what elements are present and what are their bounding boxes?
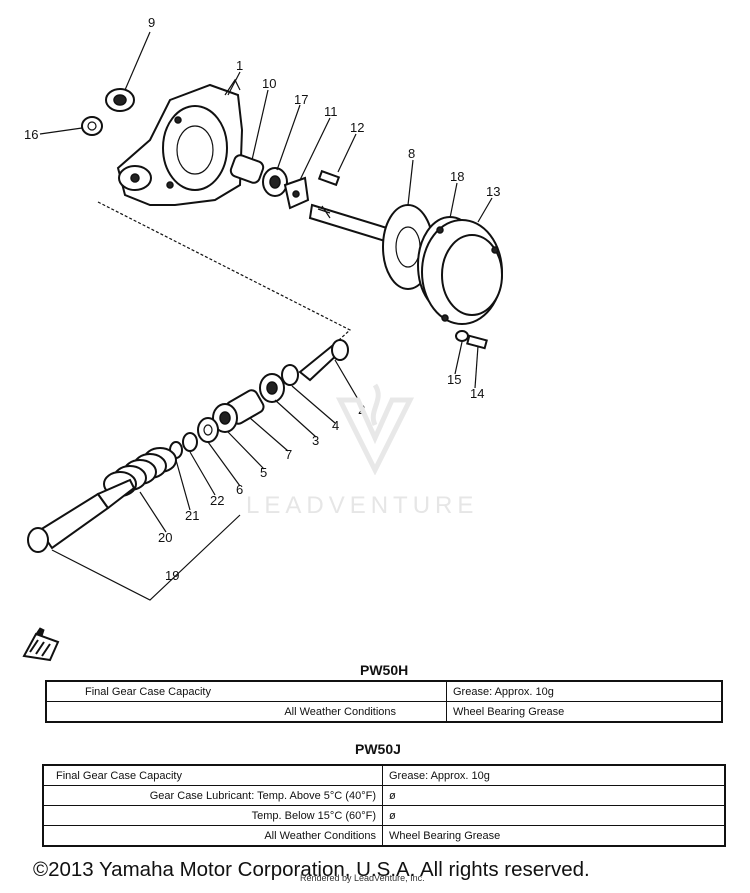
- bearing-17: [262, 167, 288, 197]
- callout-1: 1: [236, 58, 243, 73]
- ring-22: [182, 432, 198, 452]
- table-cell: Wheel Bearing Grease: [382, 825, 726, 847]
- leadventure-logo-icon: [335, 383, 415, 475]
- spec-table-pw50j: Final Gear Case Capacity Grease: Approx.…: [42, 764, 726, 847]
- table-cell: ø: [382, 805, 726, 826]
- spec-table-pw50h: Final Gear Case Capacity Grease: Approx.…: [45, 680, 723, 723]
- table-cell: Temp. Below 15°C (60°F): [42, 805, 383, 826]
- table-row: Gear Case Lubricant: Temp. Above 5°C (40…: [42, 785, 726, 806]
- table-cell: Grease: Approx. 10g: [382, 764, 726, 786]
- table-cell: All Weather Conditions: [42, 825, 383, 847]
- bolt-12: [317, 169, 341, 187]
- callout-14: 14: [470, 386, 484, 401]
- callout-11: 11: [324, 104, 338, 119]
- table-cell: Final Gear Case Capacity: [42, 764, 383, 786]
- callout-12: 12: [350, 120, 364, 135]
- callout-9: 9: [148, 15, 155, 30]
- table-row: Final Gear Case Capacity Grease: Approx.…: [42, 764, 726, 786]
- callout-13: 13: [486, 184, 500, 199]
- cover-13: [421, 219, 503, 325]
- callout-18: 18: [450, 169, 464, 184]
- callout-16: 16: [24, 127, 38, 142]
- collar-16: [81, 116, 103, 136]
- washer-4: [281, 364, 299, 386]
- callout-21: 21: [185, 508, 199, 523]
- table-title-pw50h: PW50H: [360, 662, 409, 678]
- table-cell: All Weather Conditions: [45, 701, 447, 723]
- table-cell: Wheel Bearing Grease: [446, 701, 723, 723]
- table-row: All Weather Conditions Wheel Bearing Gre…: [42, 825, 726, 847]
- seal-6: [197, 417, 219, 443]
- table-cell: ø: [382, 785, 726, 806]
- bearing-5: [212, 403, 238, 433]
- table-row: All Weather Conditions Wheel Bearing Gre…: [45, 701, 723, 723]
- callout-20: 20: [158, 530, 172, 545]
- callout-19: 19: [165, 568, 179, 583]
- callout-8: 8: [408, 146, 415, 161]
- bearing-3: [259, 373, 285, 403]
- callout-4: 4: [332, 418, 339, 433]
- copyright-notice: ©2013 Yamaha Motor Corporation, U.S.A. A…: [33, 858, 590, 881]
- washer-15: [455, 330, 469, 342]
- table-cell: Grease: Approx. 10g: [446, 680, 723, 702]
- callout-7: 7: [285, 447, 292, 462]
- watermark-text: LEADVENTURE: [246, 492, 479, 519]
- gear-case-housing: [116, 78, 244, 206]
- callout-6: 6: [236, 482, 243, 497]
- rendered-by-notice: Rendered by LeadVenture, Inc.: [300, 873, 425, 883]
- table-title-pw50j: PW50J: [355, 741, 401, 757]
- table-cell: Final Gear Case Capacity: [45, 680, 447, 702]
- callout-22: 22: [210, 493, 224, 508]
- callout-5: 5: [260, 465, 267, 480]
- table-cell: Gear Case Lubricant: Temp. Above 5°C (40…: [42, 785, 383, 806]
- bolt-14: [466, 334, 488, 350]
- table-row: Final Gear Case Capacity Grease: Approx.…: [45, 680, 723, 702]
- callout-3: 3: [312, 433, 319, 448]
- grease-gun-icon: [22, 627, 60, 662]
- plate-11: [283, 176, 310, 210]
- bearing-9: [105, 88, 135, 112]
- callout-10: 10: [262, 76, 276, 91]
- bushing-10: [229, 154, 265, 184]
- callout-17: 17: [294, 92, 308, 107]
- shaft-19: [27, 478, 136, 553]
- exploded-parts-diagram: [27, 31, 503, 601]
- callout-layer: 1 2 3 4 5 6 7 8 9 10 11 12 13 14 15 16 1…: [24, 15, 500, 583]
- pinion-gear-2: [298, 339, 349, 382]
- callout-15: 15: [447, 372, 461, 387]
- table-row: Temp. Below 15°C (60°F) ø: [42, 805, 726, 826]
